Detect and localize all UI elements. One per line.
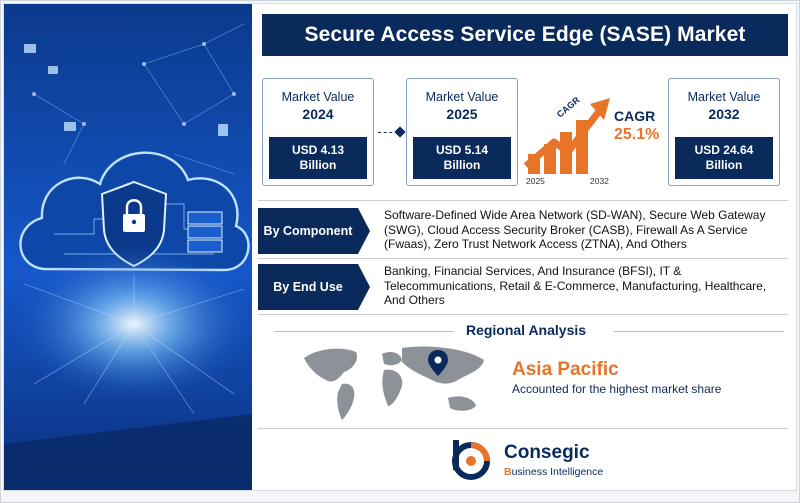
title-bar: Secure Access Service Edge (SASE) Market [262,14,788,56]
cagr-end-year: 2032 [590,176,609,186]
world-map-icon [304,346,484,420]
cagr-arrow-label: CAGR [555,95,582,120]
segment-by-component: By Component Software-Defined Wide Area … [254,208,790,254]
segment-by-end-use: By End Use Banking, Financial Services, … [254,264,790,310]
consegic-logo-icon [452,440,490,480]
hero-illustration [4,4,252,490]
market-value-label: Market Value [687,90,761,104]
segment-text: Software-Defined Wide Area Network (SD-W… [384,208,766,251]
segment-tag: By Component [258,208,370,254]
page-title: Secure Access Service Edge (SASE) Market [304,23,746,46]
cagr-growth-arrow-icon: CAGR [524,95,610,174]
connector-dot [394,126,406,138]
connector-line [378,132,398,133]
cagr-label: CAGR [614,108,656,124]
market-value-label: Market Value [425,90,499,104]
market-value-amount: USD 5.14 Billion [413,137,511,179]
market-value-2032-card: Market Value 2032 USD 24.64 Billion [668,78,780,186]
market-value-year: 2025 [446,106,478,122]
cagr-summary: CAGR 25.1% [614,108,659,144]
cagr-start-year: 2025 [526,176,545,186]
brand-name: Consegic [504,442,590,463]
brand-tagline-rest: usiness Intelligence [511,466,604,478]
divider [274,331,454,332]
market-value-year: 2024 [302,106,334,122]
market-value-2025-card: Market Value 2025 USD 5.14 Billion [406,78,518,186]
market-value-year: 2032 [708,106,740,122]
cloud-security-image [4,4,252,490]
divider [258,428,788,429]
market-value-amount: USD 4.13 Billion [269,137,367,179]
divider [258,314,788,315]
content-panel: Secure Access Service Edge (SASE) Market… [254,4,796,490]
divider [258,200,788,201]
market-value-amount: USD 24.64 Billion [675,137,773,179]
top-region-name: Asia Pacific [512,359,619,380]
brand-logo: Consegic Business Intelligence [448,436,618,486]
brand-tagline-initial: B [504,466,512,478]
brand-tagline: Business Intelligence [504,466,603,478]
market-value-label: Market Value [281,90,355,104]
market-value-2024-card: Market Value 2024 USD 4.13 Billion [262,78,374,186]
cagr-value: 25.1% [614,126,660,143]
segment-text: Banking, Financial Services, And Insuran… [384,264,767,307]
divider [258,258,788,259]
top-region-description: Accounted for the highest market share [512,382,722,396]
divider [614,331,784,332]
infographic-card: Secure Access Service Edge (SASE) Market… [3,3,797,491]
segment-tag: By End Use [258,264,370,310]
regional-analysis-title: Regional Analysis [465,322,587,338]
